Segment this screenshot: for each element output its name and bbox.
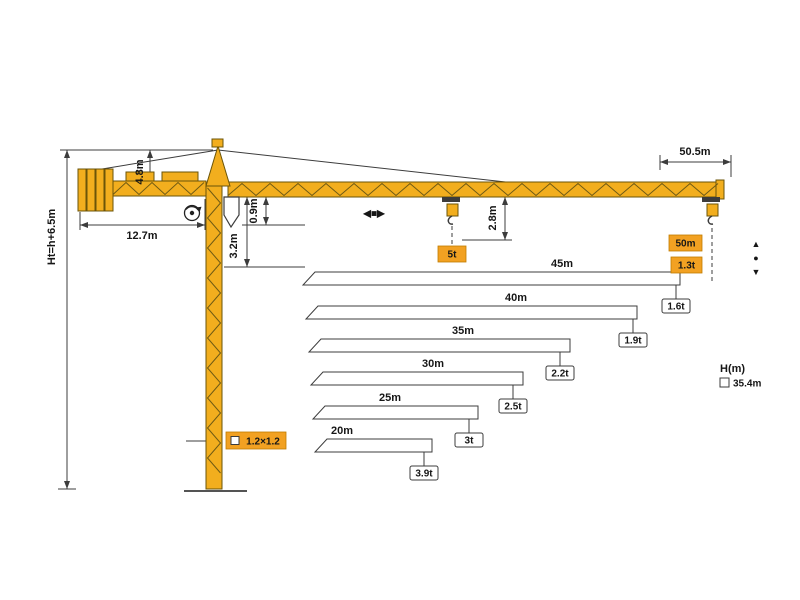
trolley-hook-tip	[702, 197, 720, 225]
jib-tie-bar	[217, 149, 516, 184]
mast-section-badge	[225, 431, 287, 450]
jib-tip	[715, 179, 725, 200]
dimension-lines	[58, 149, 732, 490]
freestanding-height-label: 35.4m	[733, 379, 761, 390]
tip-load-badge	[670, 256, 703, 274]
tip-radius-label: 50m	[675, 239, 695, 250]
capacity-bar-20m	[313, 438, 433, 453]
height-axis-label: H(m)	[720, 363, 745, 375]
bar-length-label: 35m	[452, 325, 474, 337]
dim-jib-depth: 0.9m	[248, 198, 260, 223]
tip-radius-badge	[668, 234, 703, 252]
capacity-bar-35m	[307, 338, 571, 353]
tower-head	[205, 144, 231, 187]
capacity-tag-30m	[498, 398, 528, 414]
capacity-tag-35m	[545, 365, 575, 381]
capacity-bar-30m	[309, 371, 524, 386]
bar-load-tag: 1.9t	[624, 336, 642, 347]
bar-load-tag: 2.2t	[551, 369, 569, 380]
operator-cab	[223, 196, 240, 229]
trolley-hook-mid	[442, 197, 460, 225]
capacity-bar-25m	[311, 405, 479, 420]
bar-length-label: 25m	[379, 392, 401, 404]
capacity-bar-40m	[304, 305, 638, 320]
height-checkbox	[719, 377, 730, 388]
max-load-badge	[437, 245, 467, 263]
capacity-tag-20m	[409, 465, 439, 481]
bar-load-tag: 2.5t	[504, 402, 522, 413]
bar-load-tag: 1.6t	[667, 302, 685, 313]
capacity-bar-45m	[301, 271, 681, 286]
counterweight	[77, 168, 114, 212]
trolley-direction-icon: ◀■▶	[362, 209, 386, 220]
load-badges	[225, 234, 730, 450]
slew-icon	[183, 204, 202, 222]
capacity-tag-40m	[618, 332, 648, 348]
bar-length-label: 20m	[331, 425, 353, 437]
counterjib-tie-bar	[95, 149, 219, 171]
bar-length-label: 30m	[422, 358, 444, 370]
hoist-point-icon: ●	[753, 253, 758, 263]
bar-load-tag: 3.9t	[415, 469, 433, 480]
dim-counterjib-length: 12.7m	[126, 230, 157, 242]
hoist-down-icon: ▼	[752, 267, 761, 277]
tip-load-label: 1.3t	[678, 261, 696, 272]
load-chart	[301, 271, 691, 481]
tower-head-apex	[211, 138, 224, 148]
hoist-winch	[125, 171, 155, 182]
mast-section-icon	[230, 436, 240, 445]
max-load-label: 5t	[448, 250, 458, 261]
mast-section-label: 1.2×1.2	[246, 437, 280, 448]
capacity-tag-25m	[454, 432, 484, 448]
hoist-up-icon: ▲	[752, 239, 761, 249]
bar-load-tag: 3t	[465, 436, 475, 447]
capacity-tag-45m	[661, 298, 691, 314]
lattice-bracing	[112, 181, 719, 474]
dim-tower-head-height: 4.8m	[134, 159, 146, 184]
bar-length-label: 40m	[505, 292, 527, 304]
dim-slewing-height: 3.2m	[228, 233, 240, 258]
dim-total-height: Ht=h+6.5m	[46, 209, 58, 265]
mast	[205, 185, 223, 490]
labels: Ht=h+6.5m 4.8m 12.7m 3.2m 0.9m 2.8m 50.5…	[46, 146, 761, 480]
dim-jib-length: 50.5m	[679, 146, 710, 158]
bar-length-label: 45m	[551, 258, 573, 270]
jib	[227, 181, 723, 198]
machinery-deck	[161, 171, 199, 182]
dim-tip-hook-clearance: 2.8m	[487, 205, 499, 230]
